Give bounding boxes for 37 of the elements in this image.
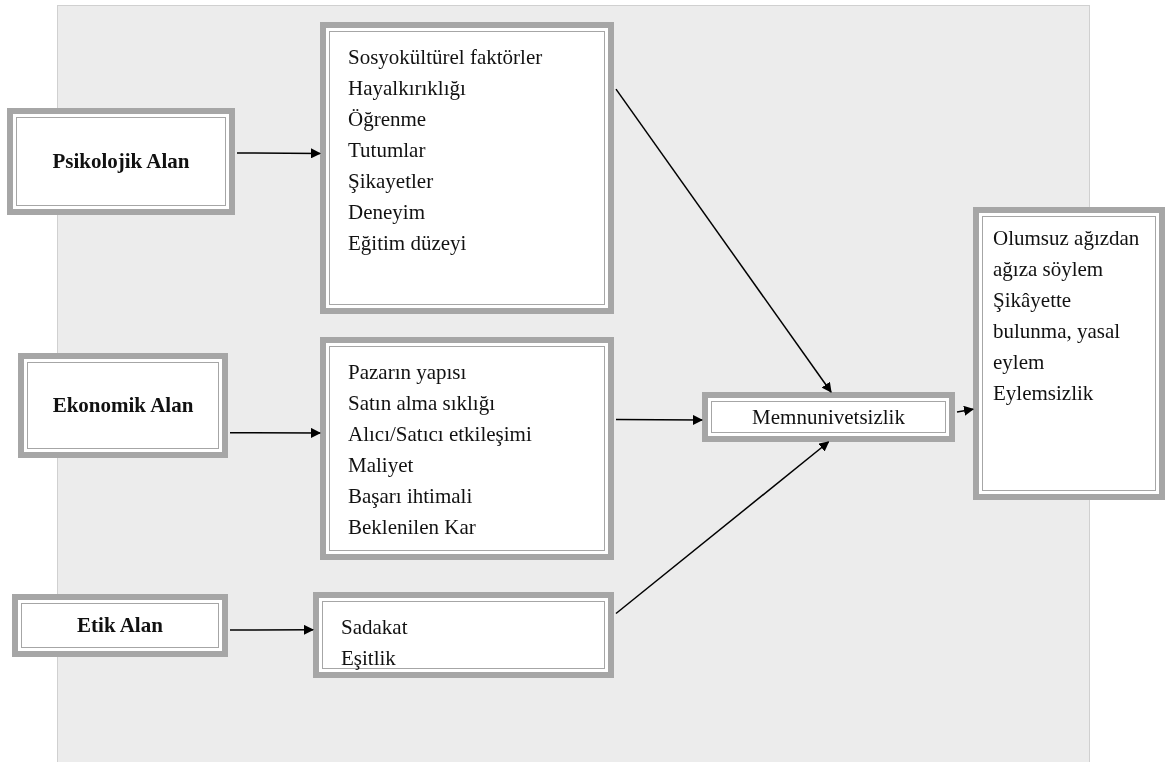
response-box — [973, 207, 1165, 500]
list-item: Eğitim düzeyi — [348, 230, 468, 257]
factor-list-box — [320, 22, 614, 314]
box-title: Etik Alan — [77, 612, 163, 639]
list-item: Satın alma sıklığı — [348, 390, 496, 417]
list-item: Deneyim — [348, 199, 426, 226]
arrow — [615, 441, 830, 615]
list-item: Eşitlik — [341, 645, 397, 672]
list-item: Pazarın yapısı — [348, 359, 468, 386]
domain-box — [12, 594, 228, 657]
factor-list-box — [313, 592, 614, 678]
arrow — [956, 405, 974, 416]
list-item: Olumsuz ağızdan ağıza söylem — [993, 225, 1141, 283]
list-item: Beklenilen Kar — [348, 514, 477, 541]
box-title: Psikolojik Alan — [52, 148, 190, 175]
arrow — [236, 148, 321, 159]
list-item: Şikâyette bulunma, yasal eylem — [993, 287, 1122, 376]
list-item: Başarı ihtimali — [348, 483, 474, 510]
domain-box — [7, 108, 235, 215]
list-item: Şikayetler — [348, 168, 435, 195]
arrow — [229, 427, 321, 438]
outcome-box — [702, 392, 955, 442]
arrow — [229, 624, 314, 635]
list-item: Hayalkırıklığı — [348, 75, 467, 102]
arrow — [615, 414, 703, 425]
list-item: Sadakat — [341, 614, 409, 641]
domain-box — [18, 353, 228, 458]
list-item: Maliyet — [348, 452, 415, 479]
list-item: Memnunivetsizlik — [752, 403, 905, 431]
list-item: Alıcı/Satıcı etkileşimi — [348, 421, 533, 448]
box-title: Ekonomik Alan — [52, 392, 194, 419]
list-item: Tutumlar — [348, 137, 427, 164]
factor-list-box — [320, 337, 614, 560]
list-item: Eylemsizlik — [993, 380, 1095, 407]
arrow — [615, 88, 832, 393]
list-item: Öğrenme — [348, 106, 428, 133]
list-item: Sosyokültürel faktörler — [348, 44, 544, 71]
